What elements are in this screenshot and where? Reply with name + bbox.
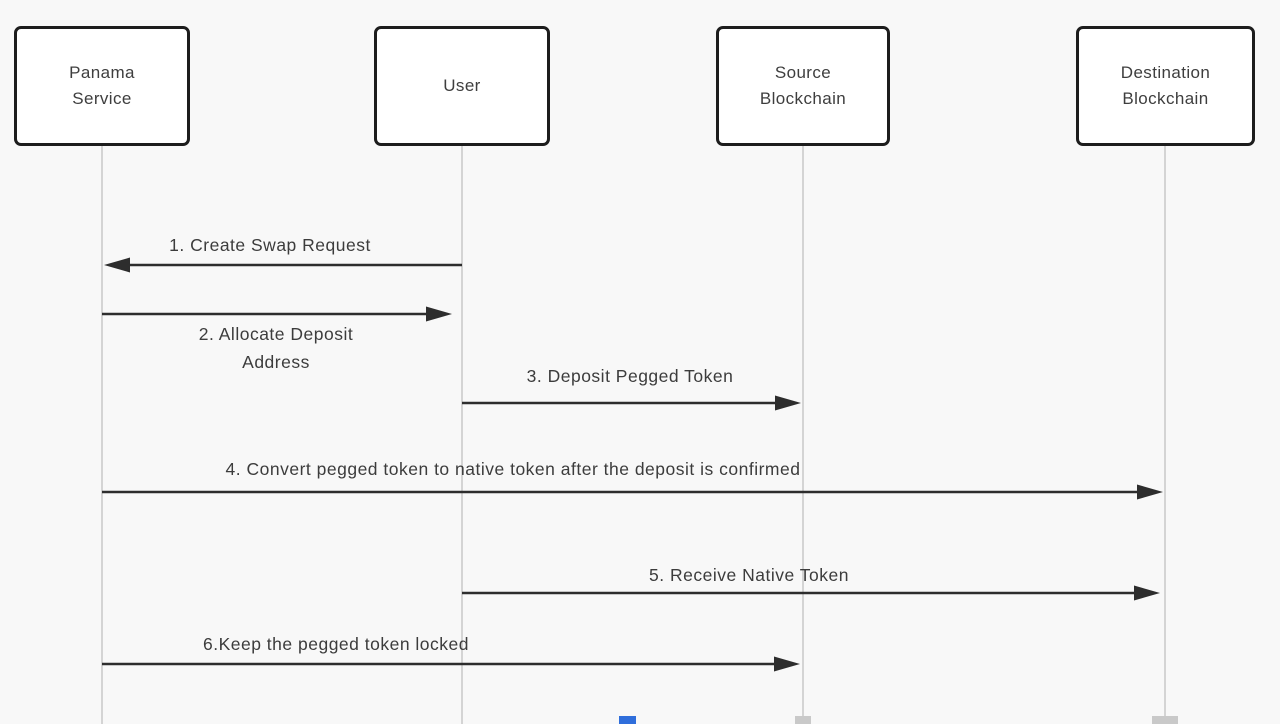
actor-box-destination-blockchain: Destination Blockchain bbox=[1076, 26, 1255, 146]
message-arrowhead-1 bbox=[104, 257, 130, 273]
actor-box-panama-service: Panama Service bbox=[14, 26, 190, 146]
lifeline-foot-source-blockchain bbox=[795, 716, 811, 724]
actor-label-destination-blockchain: Destination Blockchain bbox=[1120, 63, 1211, 108]
actor-label-user: User bbox=[443, 76, 481, 95]
actor-box-user: User bbox=[374, 26, 550, 146]
message-arrowhead-2 bbox=[426, 306, 452, 322]
message-label-2: 2. Allocate Deposit Address bbox=[198, 324, 354, 372]
message-label-4: 4. Convert pegged token to native token … bbox=[225, 459, 801, 479]
actor-label-source-blockchain: Source Blockchain bbox=[759, 63, 847, 108]
message-arrowhead-3 bbox=[775, 395, 801, 411]
message-label-1: 1. Create Swap Request bbox=[169, 235, 371, 255]
message-label-5: 5. Receive Native Token bbox=[649, 565, 849, 585]
message-arrowhead-4 bbox=[1137, 484, 1163, 500]
blue-marker bbox=[619, 716, 636, 724]
message-label-6: 6.Keep the pegged token locked bbox=[202, 634, 470, 654]
message-label-3: 3. Deposit Pegged Token bbox=[526, 366, 734, 386]
lifeline-foot-destination-blockchain bbox=[1152, 716, 1178, 724]
message-arrowhead-5 bbox=[1134, 585, 1160, 601]
actor-label-panama-service: Panama Service bbox=[69, 63, 135, 108]
message-arrowhead-6 bbox=[774, 656, 800, 672]
actor-box-source-blockchain: Source Blockchain bbox=[716, 26, 890, 146]
